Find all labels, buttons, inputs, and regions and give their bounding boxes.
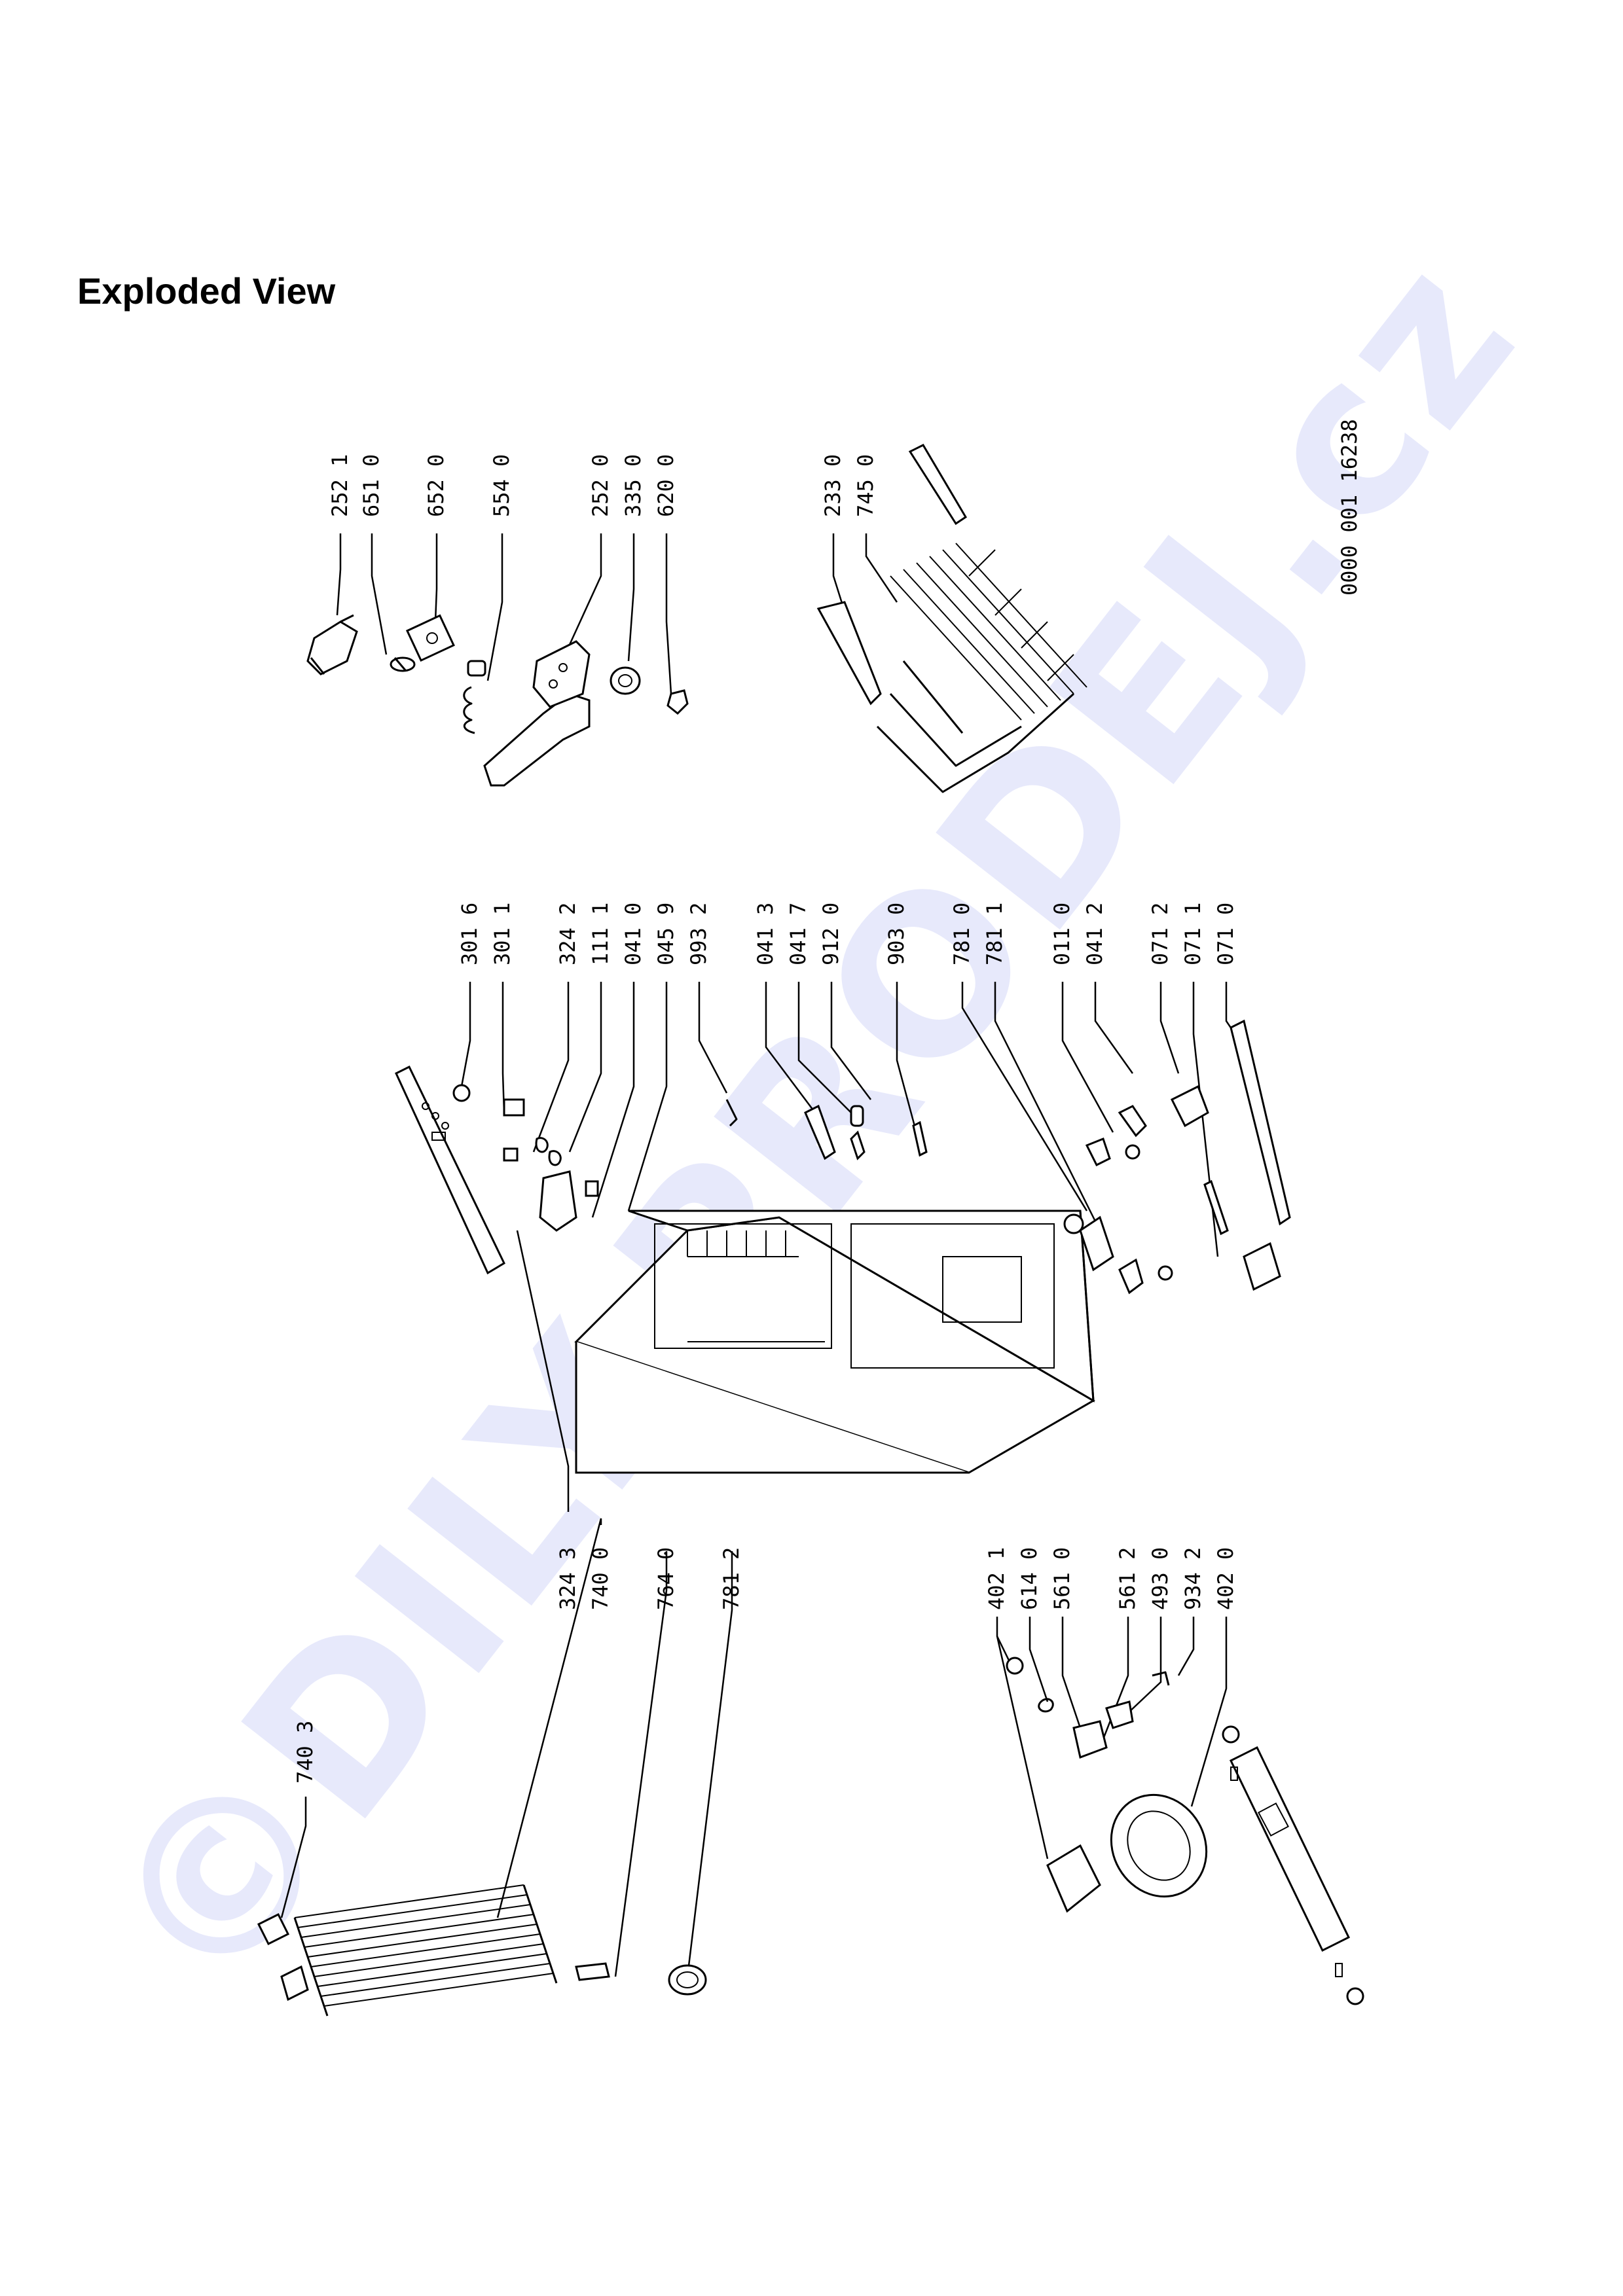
part-label: 934 2 (1180, 1547, 1205, 1610)
part-label: 071 1 (1180, 903, 1205, 965)
part-label: 324 2 (555, 903, 580, 965)
part-label: 041 0 (621, 903, 646, 965)
part-label: 402 0 (1213, 1547, 1238, 1610)
part-label: 402 1 (984, 1547, 1009, 1610)
part-label: 561 2 (1115, 1547, 1140, 1610)
part-label: 745 0 (853, 454, 878, 517)
document-code: 0000 001 16238 (1337, 419, 1362, 596)
part-label: 324 3 (555, 1547, 580, 1610)
part-label: 045 9 (653, 903, 678, 965)
part-label: 071 0 (1213, 903, 1238, 965)
part-label: 620 0 (653, 454, 678, 517)
thermostat-assembly (306, 614, 689, 787)
part-label: 041 3 (753, 903, 778, 965)
part-label: 011 0 (1049, 903, 1074, 965)
part-label: 111 1 (588, 903, 613, 965)
label-group-left: 324 3 740 0 764 0 781 2 (555, 1547, 744, 1610)
wire-shelf-assembly (816, 444, 1087, 793)
condenser-coil (257, 1884, 707, 2017)
label-group-top-right: 252 1 651 0 652 0 554 0 252 0 335 0 620 … (327, 454, 678, 517)
part-label: 652 0 (424, 454, 448, 517)
control-panel-strip (395, 1019, 1291, 1295)
part-label: 301 6 (457, 903, 482, 965)
part-label: 740 0 (588, 1547, 613, 1610)
page-title: Exploded View (77, 270, 336, 312)
part-label: 903 0 (884, 903, 909, 965)
part-label: 781 0 (949, 903, 974, 965)
part-label: 651 0 (359, 454, 384, 517)
part-label: 233 0 (820, 454, 845, 517)
part-label: 071 2 (1148, 903, 1173, 965)
part-label: 041 2 (1082, 903, 1107, 965)
label-group-cabinet: 301 6 301 1 324 2 111 1 041 0 045 9 993 … (457, 903, 1238, 965)
part-label: 740 3 (293, 1721, 318, 1784)
part-label: 614 0 (1017, 1547, 1042, 1610)
part-label: 301 1 (490, 903, 515, 965)
part-label: 041 7 (786, 903, 811, 965)
part-label: 781 1 (982, 903, 1007, 965)
refrigerator-cabinet (574, 1210, 1095, 1474)
label-group-shelf: 233 0 745 0 (820, 454, 878, 517)
part-label: 912 0 (818, 903, 843, 965)
part-label: 554 0 (489, 454, 514, 517)
part-label: 335 0 (621, 454, 646, 517)
part-label: 252 1 (327, 454, 352, 517)
part-label: 252 0 (588, 454, 613, 517)
label-group-condenser: 740 3 (293, 1721, 318, 1784)
compressor-assembly (1006, 1657, 1364, 2005)
part-label: 493 0 (1148, 1547, 1173, 1610)
part-label: 993 2 (686, 903, 711, 965)
part-label: 561 0 (1049, 1547, 1074, 1610)
label-group-compressor: 402 1 614 0 561 0 561 2 493 0 934 2 402 … (984, 1547, 1238, 1610)
